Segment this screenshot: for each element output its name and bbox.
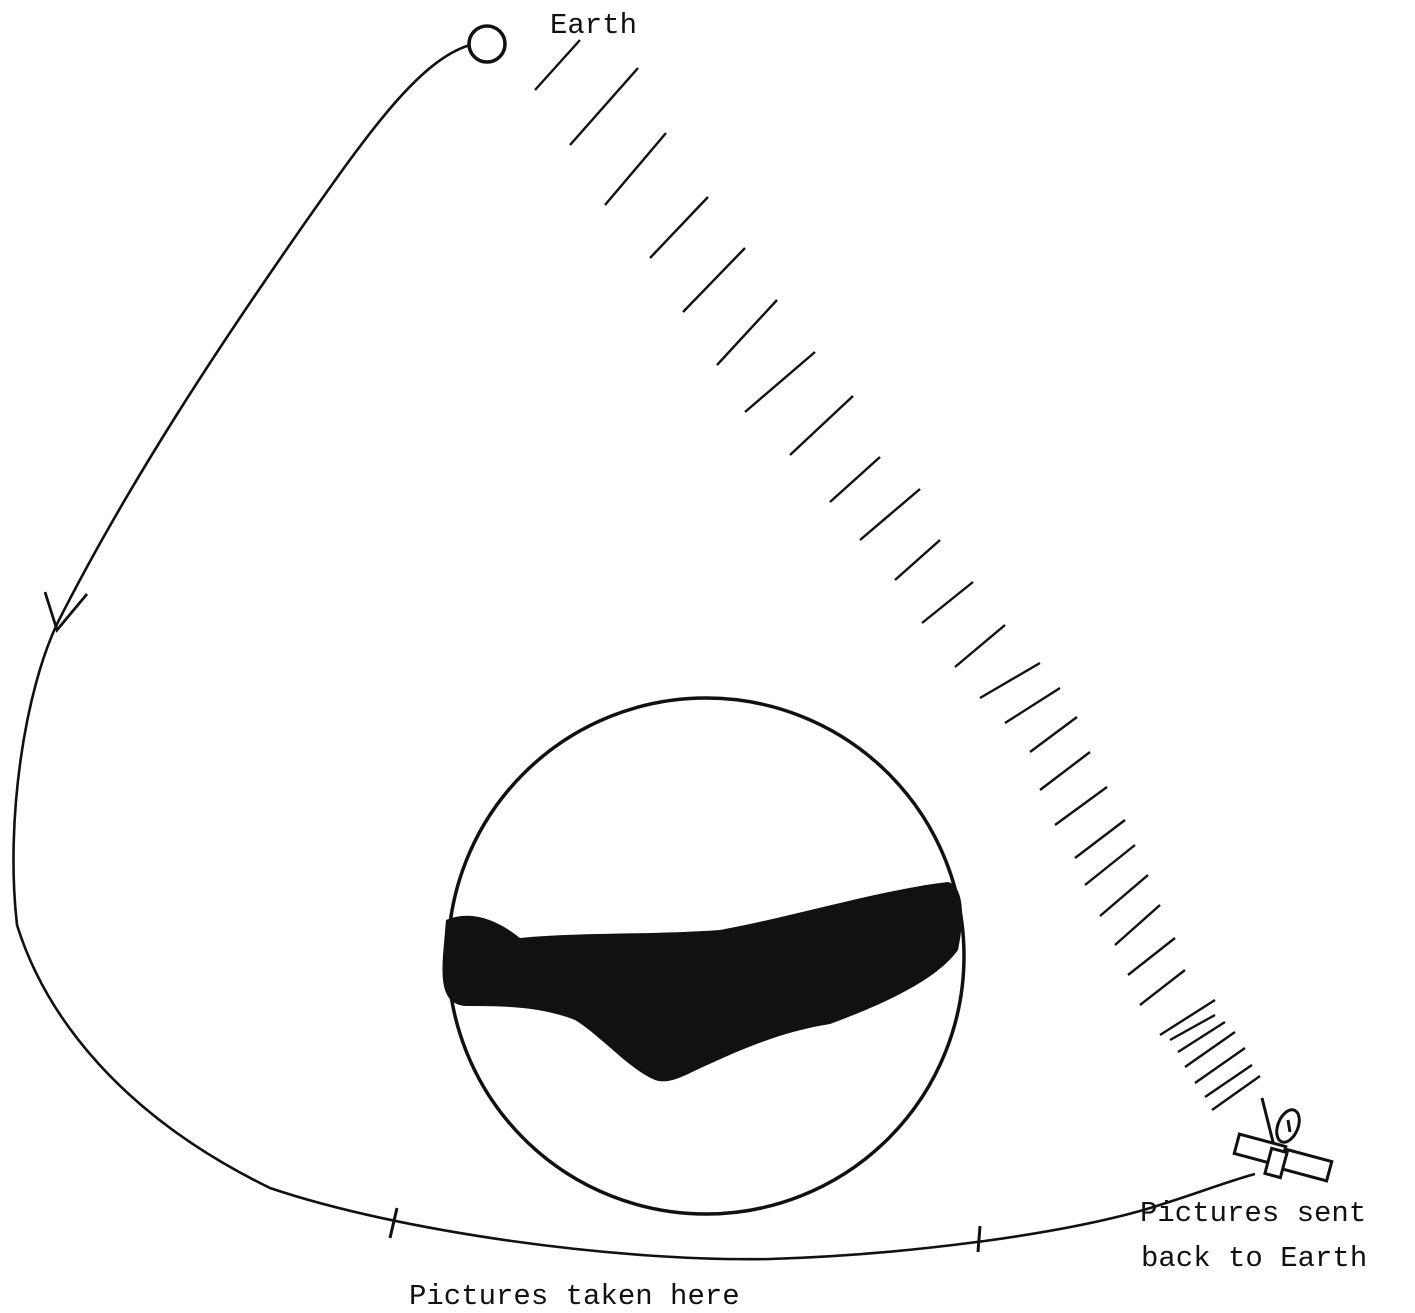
- trajectory-path: [13, 45, 1255, 1259]
- tick-mark-start: [390, 1208, 397, 1238]
- tick-mark-end: [978, 1226, 980, 1252]
- arrowhead-icon: [45, 592, 87, 630]
- pictures-sent-label-line1: Pictures sent: [1140, 1197, 1366, 1230]
- planet-dark-band: [442, 882, 962, 1081]
- earth-circle-icon: [469, 26, 505, 62]
- planet-icon: [442, 698, 964, 1214]
- spacecraft-icon: [1234, 1098, 1332, 1181]
- pictures-taken-label: Pictures taken here: [409, 1280, 740, 1313]
- earth-label: Earth: [550, 9, 637, 42]
- pictures-sent-label-line2: back to Earth: [1141, 1242, 1367, 1275]
